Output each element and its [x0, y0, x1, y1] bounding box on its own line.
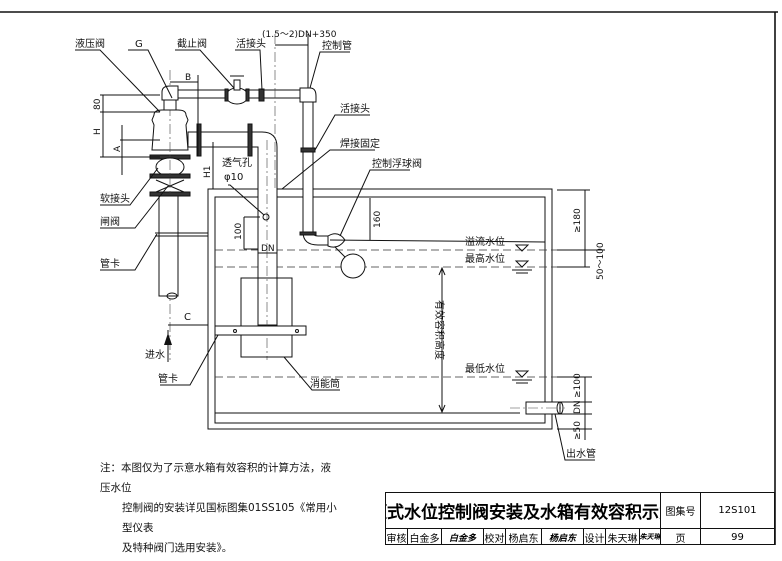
hydraulic-valve — [149, 70, 191, 360]
pipe-clamp-label-2: 管卡 — [158, 372, 178, 385]
float-valve — [327, 233, 546, 279]
stop-valve-label: 截止阀 — [177, 37, 207, 50]
dim-80: 80 — [93, 98, 103, 110]
stop-valve — [224, 75, 250, 105]
effective-height-label: 有效容积高度 — [433, 300, 446, 360]
reviewer-signature: 白金多 — [442, 529, 484, 545]
reviewer: 白金多 — [408, 529, 442, 545]
control-pipe-label: 控制管 — [322, 39, 352, 52]
outlet-pipe — [510, 401, 595, 461]
max-level-label: 最高水位 — [465, 252, 505, 265]
inlet-pipe — [158, 195, 179, 297]
water-in-label: 进水 — [145, 349, 165, 361]
note: 注：本图仅为了示意水箱有效容积的计算方法，液压水位 控制阀的安装详见国标图集01… — [100, 458, 340, 558]
valve-dimensions — [100, 34, 371, 254]
dim-ge50: ≥50 — [573, 421, 583, 440]
dim-100: 100 — [234, 223, 244, 240]
union-label-1: 活接头 — [236, 37, 266, 50]
float-valve-label: 控制浮球阀 — [372, 157, 422, 170]
vent-hole-label: 透气孔 — [222, 156, 252, 169]
dim-h1: H1 — [203, 166, 213, 179]
atlas-no-label: 图集号 — [661, 493, 701, 528]
soft-joint-label: 软接头 — [100, 192, 130, 205]
dim-ge100: ≥100 — [573, 373, 583, 398]
water-tank — [207, 188, 553, 430]
dim-a: A — [113, 145, 123, 152]
union-1 — [258, 88, 265, 102]
note-line-1: 注：本图仅为了示意水箱有效容积的计算方法，液压水位 — [100, 462, 331, 494]
pipe-clamp-label-1: 管卡 — [100, 257, 120, 270]
checker: 杨启东 — [506, 529, 542, 545]
dim-ge180: ≥180 — [573, 208, 583, 233]
designer-signature: 朱天琳 — [640, 529, 661, 545]
g-label: G — [135, 39, 143, 50]
outlet-pipe-label: 出水管 — [566, 447, 596, 460]
review-label: 审核 — [386, 529, 408, 545]
weld-fixed-label: 焊接固定 — [340, 137, 380, 150]
note-line-2: 控制阀的安装详见国标图集01SS105《常用小型仪表 — [122, 502, 337, 534]
right-dimensions — [557, 189, 605, 440]
energy-dissipater-label: 消能筒 — [310, 377, 340, 390]
vent-dia-label: φ10 — [224, 172, 243, 183]
dim-c: C — [184, 312, 191, 323]
page-number: 99 — [731, 531, 744, 543]
energy-dissipater — [240, 277, 293, 358]
hydraulic-valve-label: 液压阀 — [75, 37, 105, 50]
vent-hole-icon — [262, 213, 270, 221]
checker-signature: 杨启东 — [542, 529, 584, 545]
title-block: 液压式水位控制阀安装及水箱有效容积示意图 图集号 12S101 审核 白金多 白… — [385, 492, 775, 545]
dim-160: 160 — [373, 211, 383, 228]
dim-dn: DN — [261, 244, 275, 254]
min-level-label: 最低水位 — [465, 362, 505, 375]
atlas-no: 12S101 — [718, 505, 757, 516]
check-label: 校对 — [484, 529, 506, 545]
note-line-3: 及特种阀门选用安装》。 — [122, 542, 233, 554]
page-label: 页 — [661, 529, 701, 545]
designer: 朱天琳 — [606, 529, 640, 545]
water-level-symbols — [512, 244, 532, 384]
gate-valve-label: 闸阀 — [100, 215, 120, 228]
inlet-discharge-pipe — [187, 123, 278, 360]
dim-spacing: (1.5～2)DN+350 — [262, 30, 337, 40]
dim-b: B — [185, 73, 191, 83]
leader-lines — [75, 49, 410, 391]
dim-dn-outlet: DN — [573, 400, 583, 414]
pipe-clamp-inner — [214, 325, 307, 336]
water-in-arrow-icon — [164, 333, 172, 345]
union-label-2: 活接头 — [340, 102, 370, 115]
dim-50-100: 50～100 — [596, 242, 606, 280]
design-label: 设计 — [584, 529, 606, 545]
drawing-title: 液压式水位控制阀安装及水箱有效容积示意图 — [386, 493, 661, 528]
dim-h: H — [93, 128, 103, 135]
